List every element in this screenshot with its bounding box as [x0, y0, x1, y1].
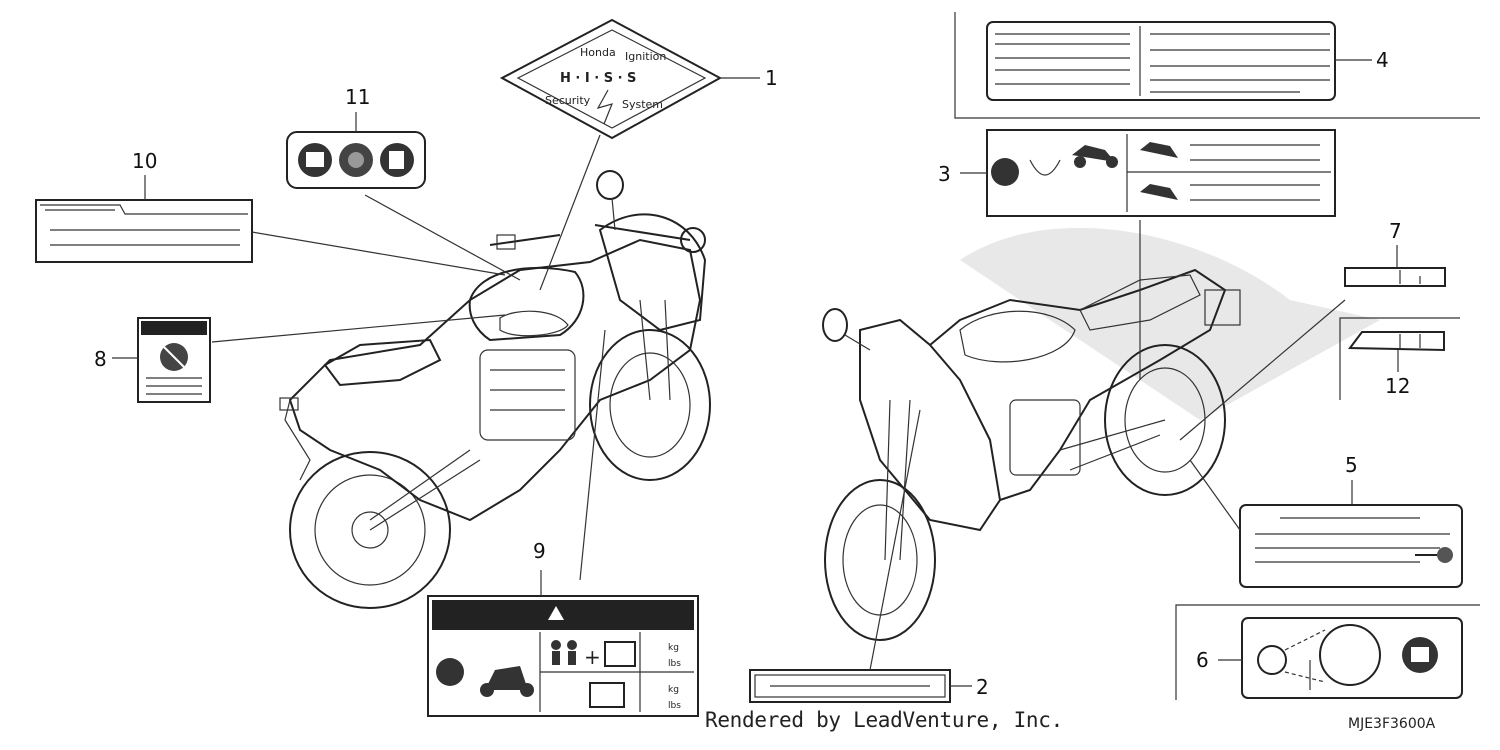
callout-2: 2 — [976, 675, 989, 699]
label-three-icons — [286, 131, 426, 189]
callout-3: 3 — [938, 162, 951, 186]
callout-5: 5 — [1345, 453, 1358, 477]
hiss-text-ignition: Ignition — [625, 50, 666, 63]
load-unit-kg-1: kg — [668, 643, 679, 653]
callout-11: 11 — [345, 85, 370, 109]
callout-7: 7 — [1389, 219, 1402, 243]
notice-heading: NOTICE — [144, 322, 194, 336]
hiss-text-hiss: H · I · S · S — [560, 71, 636, 86]
label-3 — [986, 129, 1336, 217]
label-12 — [1348, 331, 1445, 352]
label-2 — [749, 669, 951, 703]
motorcycle-icon — [485, 666, 528, 690]
manual-book-icon-2 — [436, 658, 464, 686]
callout-9: 9 — [533, 539, 546, 563]
warning-triangle-icon — [548, 606, 564, 620]
label-hiss-diamond: Honda Ignition H · I · S · S Security Sy… — [499, 18, 723, 140]
label-10 — [35, 199, 253, 263]
manual-book-icon-3 — [991, 158, 1019, 186]
svg-text:+: + — [584, 645, 601, 669]
label-load-warning: + kg lbs kg lbs — [427, 595, 699, 717]
label-5 — [1239, 504, 1463, 588]
person-icon — [551, 640, 561, 650]
load-unit-lb-2: lbs — [668, 701, 681, 711]
right-motorcycle — [822, 227, 1380, 641]
label-7 — [1344, 267, 1446, 287]
callout-8: 8 — [94, 347, 107, 371]
load-unit-kg-2: kg — [668, 685, 679, 695]
manual-book-icon — [306, 152, 324, 167]
diagram-code: MJE3F3600A — [1348, 716, 1436, 732]
label-4 — [986, 21, 1336, 101]
load-unit-lb-1: lbs — [668, 659, 681, 669]
hiss-text-security: Security — [545, 94, 591, 107]
hiss-text-system: System — [622, 98, 663, 111]
callout-10: 10 — [132, 149, 157, 173]
footer-credit: Rendered by LeadVenture, Inc. — [705, 708, 1063, 732]
luggage-icon — [604, 641, 636, 667]
label-6 — [1241, 617, 1463, 699]
left-motorcycle — [279, 170, 711, 609]
hiss-text-honda: Honda — [580, 46, 616, 59]
wrench-icon — [389, 151, 404, 169]
callout-4: 4 — [1376, 48, 1389, 72]
label-notice: NOTICE — [137, 317, 211, 403]
callout-1: 1 — [765, 66, 778, 90]
callout-12: 12 — [1385, 374, 1410, 398]
callout-6: 6 — [1196, 648, 1209, 672]
